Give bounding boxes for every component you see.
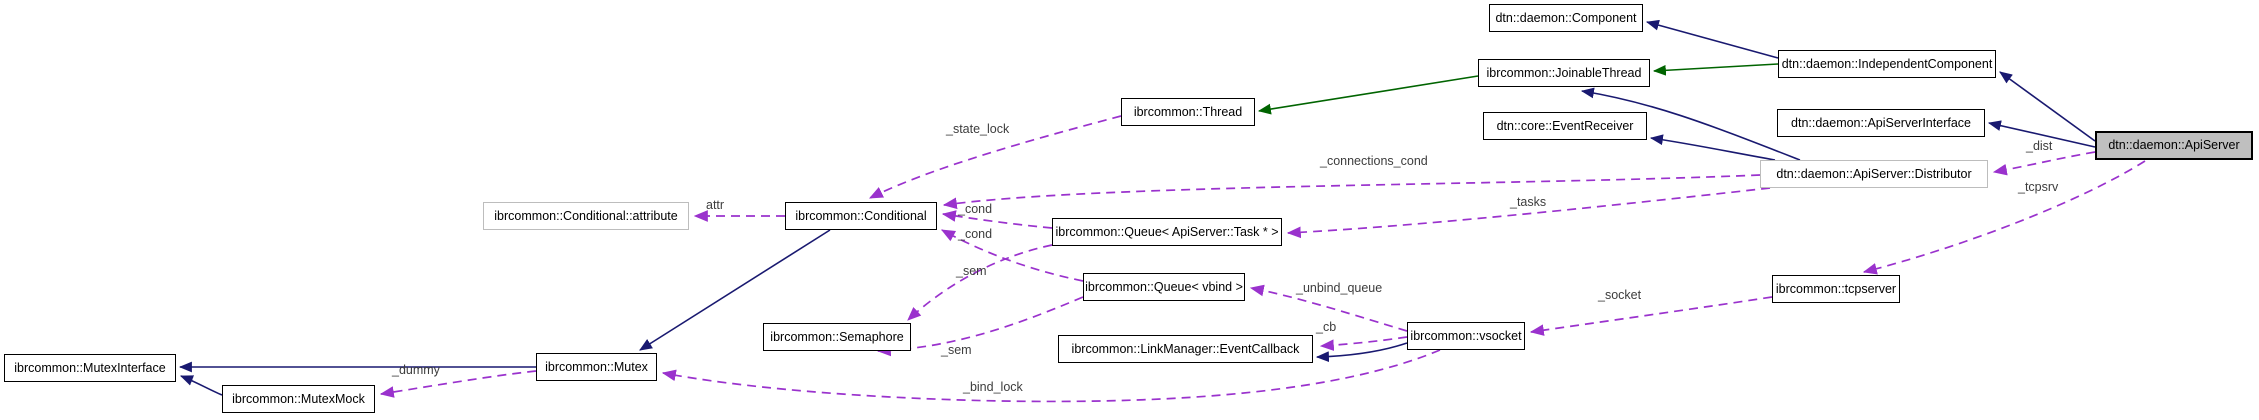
edge-e-cb (1319, 336, 1408, 351)
edge-e-sem-upper (907, 244, 1053, 321)
edge-e-jt-thread (1257, 75, 1479, 115)
node-label: ibrcommon::Queue< ApiServer::Task * > (1055, 224, 1279, 239)
edge-e-tasks (1286, 187, 1771, 239)
node-vsocket[interactable]: ibrcommon::vsocket (1407, 322, 1525, 350)
node-label: dtn::daemon::Component (1495, 10, 1637, 25)
edge-e-ic-component (1645, 19, 1779, 59)
edge-label-sem: _sem (941, 343, 972, 357)
edge-label-socket: _socket (1598, 288, 1642, 302)
node-thread[interactable]: ibrcommon::Thread (1121, 98, 1255, 126)
edge-label-bind_lock: _bind_lock (963, 380, 1023, 394)
node-component[interactable]: dtn::daemon::Component (1489, 4, 1643, 32)
edge-e-dist (1992, 151, 2096, 176)
node-tcpserver[interactable]: ibrcommon::tcpserver (1772, 275, 1900, 303)
edge-e-ic-jt (1652, 63, 1779, 76)
node-api-server: dtn::daemon::ApiServer (2095, 131, 2253, 160)
edge-label-dist: _dist (2026, 139, 2053, 153)
node-event-receiver[interactable]: dtn::core::EventReceiver (1483, 112, 1647, 140)
edge-label-connections_cond: _connections_cond (1320, 154, 1428, 168)
edge-e-dummy (379, 370, 537, 398)
node-event-callback[interactable]: ibrcommon::LinkManager::EventCallback (1058, 335, 1313, 363)
edge-e-dist-er (1649, 134, 1776, 161)
edge-label-state_lock: _state_lock (946, 122, 1010, 136)
node-label: dtn::daemon::ApiServer::Distributor (1776, 166, 1972, 181)
edge-label-unbind_queue: _unbind_queue (1296, 281, 1383, 295)
node-independent-component[interactable]: dtn::daemon::IndependentComponent (1778, 50, 1996, 78)
edge-e-tcpsrv (1862, 160, 2146, 275)
node-label: ibrcommon::vsocket (1410, 328, 1522, 343)
node-mutex-interface[interactable]: ibrcommon::MutexInterface (4, 354, 176, 382)
edge-e-socket (1529, 296, 1773, 336)
node-queue-task[interactable]: ibrcommon::Queue< ApiServer::Task * > (1052, 218, 1282, 246)
node-api-server-interface[interactable]: dtn::daemon::ApiServerInterface (1777, 109, 1985, 137)
edge-e-mm-mi (179, 375, 223, 396)
node-conditional-attribute: ibrcommon::Conditional::attribute (483, 202, 689, 230)
edge-label-sem: _sem (956, 264, 987, 278)
node-label: dtn::daemon::ApiServer (2108, 138, 2240, 153)
edge-e-cond-lower (940, 229, 1084, 282)
node-label: dtn::core::EventReceiver (1496, 118, 1634, 133)
node-joinable-thread[interactable]: ibrcommon::JoinableThread (1478, 59, 1650, 87)
edge-e-cond-mutex (639, 229, 831, 351)
node-conditional[interactable]: ibrcommon::Conditional (785, 202, 937, 230)
node-mutex-mock[interactable]: ibrcommon::MutexMock (222, 385, 375, 413)
node-label: dtn::daemon::ApiServerInterface (1791, 115, 1971, 130)
edge-e-api-ic (1999, 71, 2096, 142)
node-label: ibrcommon::Queue< vbind > (1085, 279, 1243, 294)
edge-label-tcpsrv: _tcpsrv (2018, 180, 2059, 194)
node-label: ibrcommon::tcpserver (1775, 281, 1897, 296)
edge-label-cond: _cond (958, 227, 993, 241)
edge-e-unbind-queue (1249, 284, 1408, 332)
node-label: ibrcommon::LinkManager::EventCallback (1071, 341, 1300, 356)
edge-e-dist-jt (1580, 87, 1801, 161)
edge-label-cb: _cb (1316, 320, 1337, 334)
edge-e-vsock-ec (1315, 342, 1408, 363)
node-semaphore[interactable]: ibrcommon::Semaphore (763, 323, 911, 351)
node-label: ibrcommon::MutexMock (232, 391, 365, 406)
edge-label-cond: _cond (958, 202, 993, 216)
edge-e-api-asi (1987, 120, 2096, 148)
node-label: ibrcommon::Mutex (545, 359, 648, 374)
edge-e-bind-lock (661, 349, 1441, 403)
edge-e-connections-cond (942, 174, 1761, 210)
node-label: ibrcommon::Thread (1133, 104, 1243, 119)
node-queue-vbind[interactable]: ibrcommon::Queue< vbind > (1083, 273, 1245, 301)
node-label: ibrcommon::Conditional (795, 208, 927, 223)
edge-label-dummy: _dummy (392, 363, 440, 377)
node-distributor: dtn::daemon::ApiServer::Distributor (1760, 160, 1988, 188)
node-label: dtn::daemon::IndependentComponent (1781, 56, 1993, 71)
node-label: ibrcommon::JoinableThread (1486, 65, 1642, 80)
node-label: ibrcommon::Semaphore (770, 329, 904, 344)
edge-label-tasks: _tasks (1510, 195, 1547, 209)
edge-label-attr: attr (706, 198, 725, 212)
edge-e-state-lock (868, 115, 1122, 199)
node-label: ibrcommon::MutexInterface (14, 360, 166, 375)
node-mutex[interactable]: ibrcommon::Mutex (536, 353, 657, 381)
node-label: ibrcommon::Conditional::attribute (494, 208, 678, 223)
